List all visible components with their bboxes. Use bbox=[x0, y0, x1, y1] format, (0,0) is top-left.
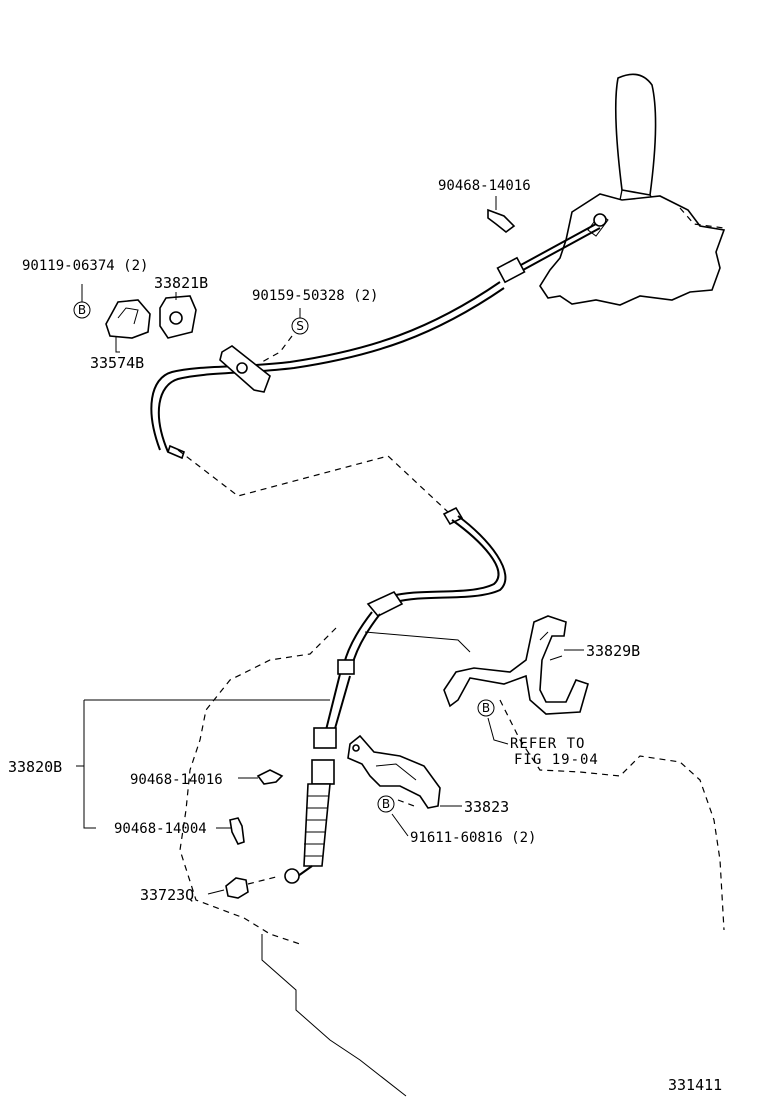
lower-cable bbox=[284, 506, 507, 884]
marker-b-bracket-text: B bbox=[482, 701, 490, 715]
label-33820b: 33820B bbox=[8, 758, 62, 776]
marker-b-lower-text: B bbox=[382, 797, 390, 811]
bracket-33829b bbox=[443, 615, 589, 715]
label-33574b: 33574B bbox=[90, 354, 144, 372]
clip-90468-14016-top bbox=[487, 208, 516, 234]
cable-continuation bbox=[177, 449, 449, 513]
marker-b-top: B bbox=[73, 301, 91, 319]
figure-number: 331411 bbox=[668, 1076, 722, 1094]
marker-b-top-text: B bbox=[78, 303, 86, 317]
marker-s: S bbox=[291, 317, 309, 335]
refer-to-line2: FIG 19-04 bbox=[514, 752, 599, 768]
label-90468-14004: 90468-14004 bbox=[114, 821, 207, 837]
retainer-33574b bbox=[105, 299, 151, 339]
label-33829b: 33829B bbox=[586, 642, 640, 660]
marker-b-lower: B bbox=[377, 795, 395, 813]
label-90468-14016-mid: 90468-14016 bbox=[130, 772, 223, 788]
clip-90468-14004 bbox=[229, 817, 245, 845]
clip-90468-14016-mid bbox=[256, 769, 284, 785]
transmission-outline bbox=[179, 627, 725, 1097]
marker-s-text: S bbox=[296, 319, 304, 333]
marker-b-bracket: B bbox=[477, 699, 495, 717]
label-90159-50328: 90159-50328 (2) bbox=[252, 288, 378, 304]
upper-cable bbox=[150, 223, 601, 460]
bracket-33823 bbox=[347, 734, 441, 809]
label-90468-14016-top: 90468-14016 bbox=[438, 178, 531, 194]
label-90119-06374: 90119-06374 (2) bbox=[22, 258, 148, 274]
refer-to-line1: REFER TO bbox=[510, 736, 585, 752]
label-33823: 33823 bbox=[464, 798, 509, 816]
bushing-33723q bbox=[225, 877, 249, 899]
shift-lever-assembly bbox=[539, 73, 726, 306]
label-33821b: 33821B bbox=[154, 274, 208, 292]
label-33723q: 33723Q bbox=[140, 886, 194, 904]
small-parts bbox=[105, 208, 516, 899]
label-91611-60816: 91611-60816 (2) bbox=[410, 830, 536, 846]
leader-lines bbox=[76, 196, 584, 895]
